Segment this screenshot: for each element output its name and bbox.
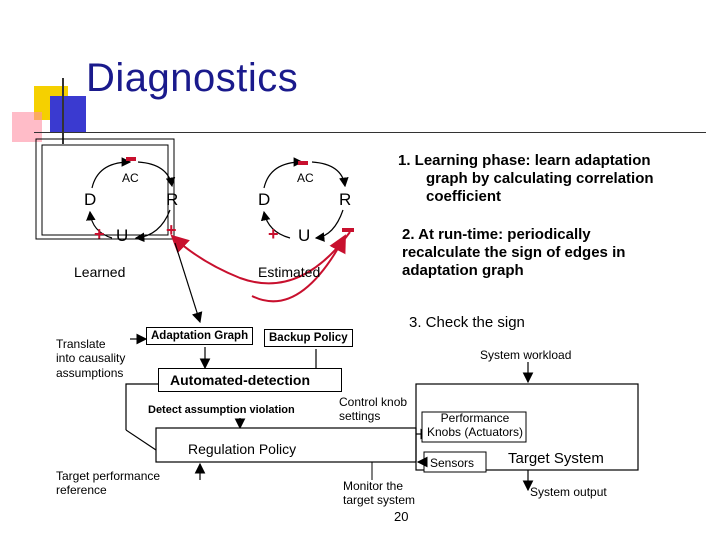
decor-vertical-line (62, 78, 64, 144)
system-workload-label: System workload (480, 348, 572, 362)
regulation-policy-label: Regulation Policy (188, 441, 297, 457)
right-node-ac: AC (297, 171, 314, 185)
left-node-ac: AC (122, 171, 139, 185)
right-negative-sign-top (298, 161, 308, 165)
right-node-u: U (298, 226, 311, 245)
left-graph-caption: Learned (74, 264, 126, 280)
decor-horizontal-line (34, 132, 706, 133)
automated-detection-box (158, 368, 342, 392)
control-knob-line-2: settings (339, 408, 381, 423)
step-1-line-1: 1. Learning phase: learn adaptation (398, 152, 651, 169)
translate-line-2: into causality (56, 351, 126, 366)
backup-policy-box: Backup Policy (264, 329, 353, 347)
translate-line-1: Translate (56, 337, 106, 351)
step-1: 1. Learning phase: learn adaptation grap… (398, 152, 654, 206)
monitor-line-1: Monitor the (343, 479, 404, 493)
right-node-r: R (339, 190, 352, 209)
left-node-d: D (84, 190, 97, 209)
left-node-r: R (166, 190, 179, 209)
performance-knobs-line-1: Performance (440, 411, 510, 425)
step-2: 2. At run-time: periodically recalculate… (402, 226, 625, 280)
translate-line-3: assumptions (56, 365, 124, 380)
target-system-label: Target System (508, 450, 604, 467)
step-2-line-2: recalculate the sign of edges in (402, 244, 626, 261)
red-arrow-from-left (251, 234, 346, 303)
left-sign-ur: + (166, 220, 177, 240)
right-node-d: D (258, 190, 271, 209)
left-node-u: U (116, 226, 129, 245)
left-graph-frame (35, 138, 175, 240)
decor-blue-square (50, 96, 86, 132)
page-number: 20 (394, 509, 409, 524)
monitor-text: Monitor the target system (343, 479, 416, 508)
sensors-label: Sensors (430, 456, 475, 470)
right-sign-du: + (268, 224, 279, 244)
control-knob-line-1: Control knob (339, 395, 408, 409)
performance-knobs-line-2: Knobs (Actuators) (426, 424, 524, 439)
step-1-line-3: coefficient (426, 188, 502, 205)
right-graph-caption: Estimated (258, 264, 321, 280)
target-performance-text: Target performance reference (56, 469, 161, 498)
step-3: 3. Check the sign (409, 314, 525, 331)
left-sign-du: + (94, 224, 105, 244)
step-1-line-2: graph by calculating correlation (426, 170, 654, 187)
translate-text: Translate into causality assumptions (56, 337, 125, 380)
system-output-label: System output (530, 485, 607, 499)
step-2-line-1: 2. At run-time: periodically (402, 226, 591, 243)
slide-title: Diagnostics (86, 56, 299, 100)
detect-violation-label: Detect assumption violation (148, 404, 295, 416)
step-2-line-3: adaptation graph (402, 262, 524, 279)
left-graph-edges (86, 157, 176, 243)
control-knob-text: Control knob settings (339, 395, 408, 424)
adaptation-graph-box: Adaptation Graph (146, 327, 254, 345)
automated-detection-label: Automated-detection (170, 372, 310, 388)
right-graph-edges (260, 157, 349, 242)
decor-pink-square (12, 112, 42, 142)
target-performance-line-1: Target performance (56, 469, 161, 483)
monitor-line-2: target system (343, 492, 416, 507)
red-arrow-to-left (170, 231, 351, 285)
right-negative-sign-ur (342, 228, 354, 232)
target-performance-line-2: reference (56, 482, 107, 497)
left-negative-sign (126, 157, 136, 161)
performance-knobs-text: Performance Knobs (Actuators) (424, 411, 526, 440)
